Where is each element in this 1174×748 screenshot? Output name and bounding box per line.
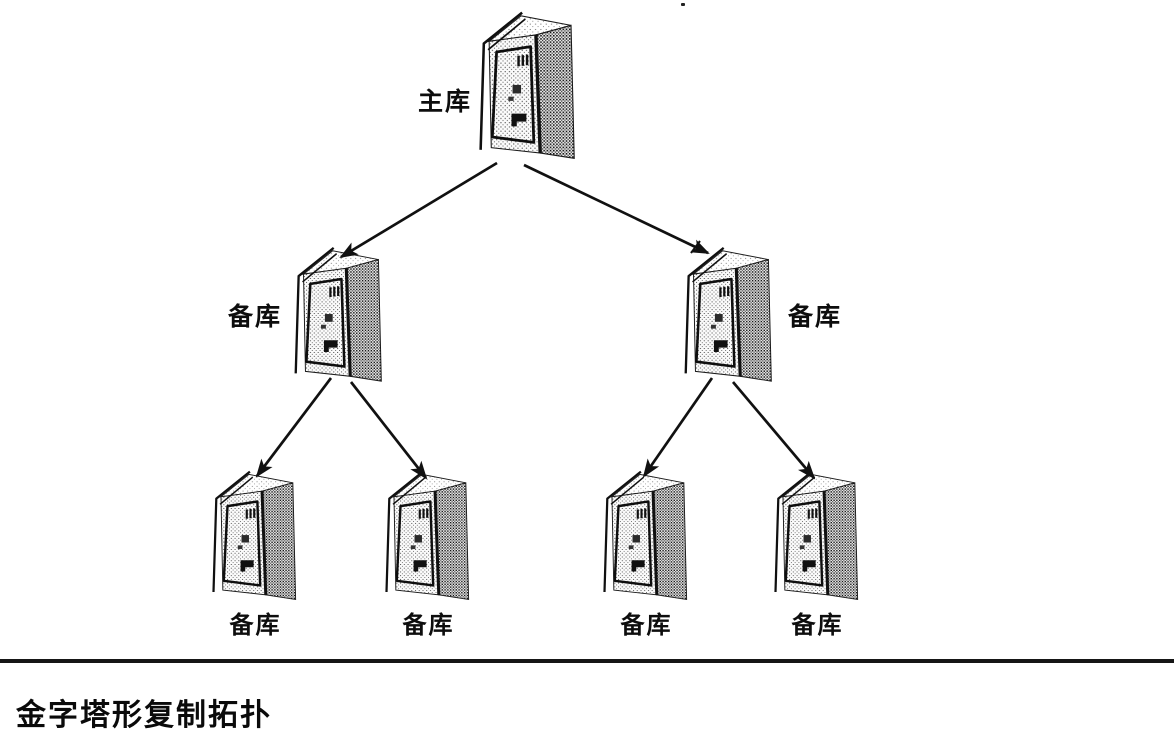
figure-divider [0,659,1174,663]
arrow-relay-left-to-leaf-2 [349,381,428,480]
node-label-leaf-3: 备库 [620,611,673,639]
server-tower-icon-relay-right [684,246,773,383]
node-label-leaf-1: 备库 [229,611,282,639]
server-tower-icon-relay-left [294,246,383,383]
server-tower-icon-leaf-1 [212,470,298,601]
figure-caption: 金字塔形复制拓扑 [16,698,272,733]
server-tower-icon-leaf-2 [385,470,471,601]
node-label-leaf-4: 备库 [791,611,844,639]
node-label-relay-right: 备库 [788,302,843,331]
server-tower-icon-leaf-3 [603,470,689,601]
arrow-relay-right-to-leaf-3 [642,377,714,478]
server-tower-icon-leaf-4 [774,470,860,601]
node-label-relay-left: 备库 [227,302,282,331]
arrow-master-to-relay-right [523,163,710,255]
node-label-master: 主库 [417,87,472,116]
arrow-relay-right-to-leaf-4 [731,381,816,480]
scan-artifact-dot [681,3,685,6]
node-label-leaf-2: 备库 [402,611,455,639]
arrow-relay-left-to-leaf-1 [255,377,333,478]
server-tower-icon-master [478,10,576,161]
